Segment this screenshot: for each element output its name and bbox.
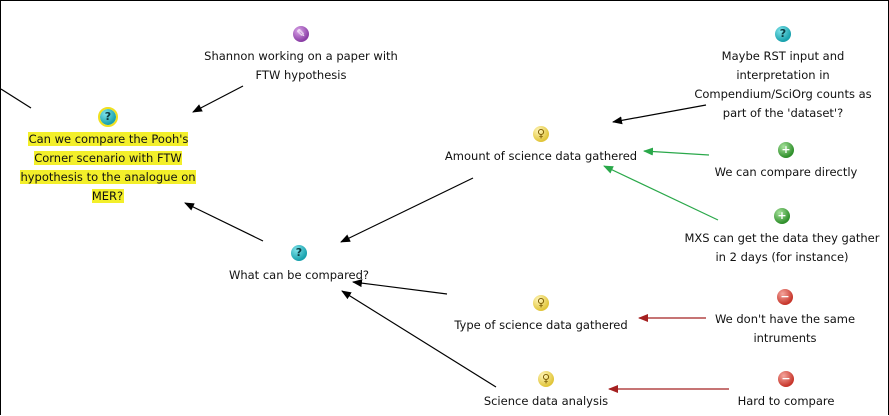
plus-icon[interactable]: +	[778, 142, 794, 158]
node-label[interactable]: Hard to compare	[737, 394, 835, 408]
node-what-can-be-compared[interactable]: ? What can be compared?	[209, 245, 389, 283]
link-offscreen-to-main[interactable]	[1, 88, 32, 109]
node-type-of-data[interactable]: ♀ Type of science data gathered	[441, 295, 641, 333]
lightbulb-icon[interactable]: ♀	[538, 371, 554, 387]
link-mxs-to-amount[interactable]	[603, 165, 719, 221]
node-main-question[interactable]: ? Can we compare the Pooh's Corner scena…	[13, 107, 203, 204]
link-whatcompared-to-main[interactable]	[184, 202, 264, 242]
minus-icon[interactable]: −	[778, 371, 794, 387]
link-rst-to-amount[interactable]	[612, 104, 707, 125]
node-label[interactable]: What can be compared?	[228, 268, 370, 282]
question-icon[interactable]: ?	[98, 107, 118, 127]
node-label[interactable]: We can compare directly	[714, 165, 858, 179]
node-mxs[interactable]: + MXS can get the data they gather in 2 …	[675, 208, 889, 265]
minus-icon[interactable]: −	[777, 289, 793, 305]
lightbulb-icon[interactable]: ♀	[533, 126, 549, 142]
node-label[interactable]: Maybe RST input and interpretation in Co…	[694, 49, 872, 120]
lightbulb-icon[interactable]: ♀	[533, 295, 549, 311]
link-analysis-to-whatcompared[interactable]	[341, 290, 497, 388]
link-shannon-to-main[interactable]	[192, 85, 244, 113]
node-compare-directly[interactable]: + We can compare directly	[691, 142, 881, 180]
node-rst-question[interactable]: ? Maybe RST input and interpretation in …	[683, 26, 883, 121]
node-hard-to-compare[interactable]: − Hard to compare	[711, 371, 861, 409]
node-amount-of-data[interactable]: ♀ Amount of science data gathered	[431, 126, 651, 164]
plus-icon[interactable]: +	[774, 208, 790, 224]
node-label[interactable]: Type of science data gathered	[454, 318, 628, 332]
node-label[interactable]: We don't have the same intruments	[714, 312, 856, 345]
node-science-data-analysis[interactable]: ♀ Science data analysis	[461, 371, 631, 409]
link-amount-to-whatcompared[interactable]	[340, 177, 474, 243]
node-label[interactable]: Amount of science data gathered	[444, 149, 638, 163]
node-label[interactable]: Science data analysis	[483, 394, 609, 408]
node-label[interactable]: Shannon working on a paper with FTW hypo…	[204, 49, 398, 82]
node-label[interactable]: MXS can get the data they gather in 2 da…	[684, 231, 880, 264]
node-not-same-instruments[interactable]: − We don't have the same intruments	[695, 289, 875, 346]
note-icon[interactable]: ✎	[293, 26, 309, 42]
node-label[interactable]: Can we compare the Pooh's Corner scenari…	[20, 132, 196, 203]
question-icon[interactable]: ?	[775, 26, 791, 42]
node-shannon-note[interactable]: ✎ Shannon working on a paper with FTW hy…	[181, 26, 421, 83]
question-icon[interactable]: ?	[291, 245, 307, 261]
link-type-to-whatcompared[interactable]	[352, 279, 448, 295]
link-comparedirectly-to-amount[interactable]	[643, 147, 710, 156]
